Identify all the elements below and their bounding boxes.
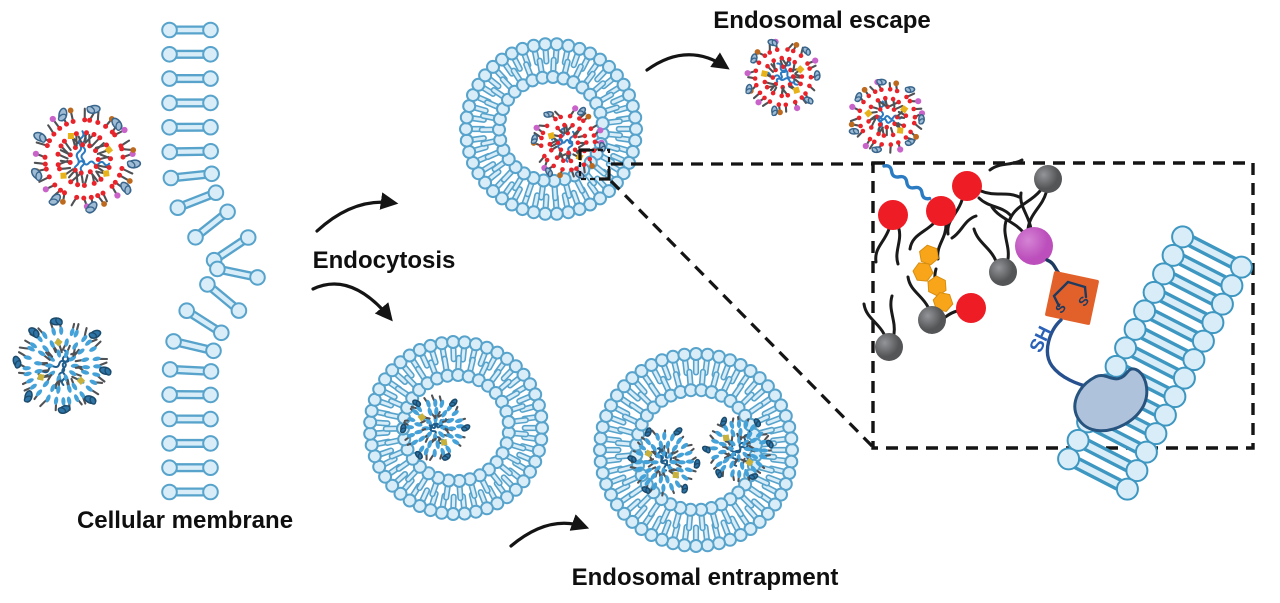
surface-protein: [49, 317, 63, 326]
label-thiol-sh: SH: [1026, 323, 1056, 356]
lipid-nanoparticle-blue: [12, 317, 112, 415]
membrane-protein: [1073, 367, 1149, 433]
surface-protein: [12, 355, 22, 369]
surface-protein: [771, 105, 778, 117]
surface-protein: [904, 138, 916, 147]
surface-protein: [126, 159, 142, 169]
zoom-region-marker: [578, 148, 611, 181]
endosome-vesicle-top: [459, 37, 643, 221]
surface-protein: [530, 134, 538, 145]
surface-protein: [745, 83, 753, 95]
escaped-lnp-1: [744, 38, 821, 117]
surface-protein: [627, 455, 637, 463]
ionizable-lipids-red: [878, 171, 986, 323]
surface-protein: [543, 111, 554, 118]
thiol-linker-curve: [1045, 318, 1096, 390]
surface-protein: [86, 104, 101, 115]
orange-square: [1045, 271, 1099, 325]
lnp-inside-bottom-endosome: [399, 394, 471, 461]
disulfide-square: [1045, 271, 1099, 325]
surface-protein: [854, 92, 863, 103]
surface-protein: [681, 483, 689, 494]
escaped-lnp-2: [848, 78, 926, 154]
surface-protein: [412, 399, 422, 408]
surface-protein: [448, 398, 458, 408]
surface-protein: [111, 117, 123, 131]
surface-protein: [719, 416, 728, 427]
surface-protein: [750, 53, 758, 64]
surface-protein: [88, 329, 102, 339]
surface-protein: [399, 423, 407, 434]
inset-lipid-bilayer: [1057, 225, 1253, 501]
arrow-endocytosis-up: [315, 192, 399, 233]
peg-lipid-magenta: [1015, 227, 1053, 265]
entrapped-lnp-1: [627, 427, 701, 497]
label-endosomal-entrapment: Endosomal entrapment: [572, 564, 839, 591]
mrna-strand: [882, 164, 932, 201]
surface-protein: [84, 395, 97, 405]
label-endocytosis: Endocytosis: [313, 247, 456, 274]
surface-protein: [461, 424, 471, 432]
surface-protein: [544, 167, 554, 178]
surface-protein: [876, 78, 887, 86]
cholesterol-hexagons: [912, 244, 954, 313]
zoom-leader-lines: [609, 162, 874, 448]
surface-protein: [57, 107, 68, 122]
label-endosomal-escape: Endosomal escape: [713, 7, 930, 34]
surface-protein: [673, 427, 683, 436]
surface-protein: [48, 193, 62, 206]
surface-protein: [23, 390, 33, 403]
surface-protein: [33, 131, 47, 143]
surface-protein: [576, 106, 587, 116]
arrow-endosomal-entrapment: [509, 514, 590, 548]
surface-protein: [414, 450, 423, 460]
surface-protein: [918, 114, 925, 125]
surface-protein: [715, 468, 723, 479]
surface-protein: [803, 96, 814, 105]
surface-protein: [28, 327, 40, 339]
surface-protein: [85, 201, 98, 214]
surface-protein: [644, 427, 652, 437]
surface-protein: [813, 70, 821, 81]
surface-protein: [641, 486, 651, 495]
label-cellular-membrane: Cellular membrane: [77, 507, 293, 534]
surface-protein: [693, 458, 701, 469]
inset-molecular-detail: [862, 158, 1253, 501]
surface-protein: [57, 404, 71, 415]
entrapped-lnp-2: [701, 415, 774, 483]
helper-lipids-gray: [875, 165, 1062, 361]
arrow-endocytosis-down: [311, 282, 393, 322]
surface-protein: [441, 453, 451, 461]
lipid-nanoparticle-red: [30, 104, 142, 214]
surface-protein: [753, 418, 762, 428]
surface-protein: [98, 366, 112, 376]
surface-protein: [30, 167, 43, 182]
endosome-vesicle-entrapment: [593, 347, 799, 553]
surface-protein: [765, 439, 774, 449]
cellular-membrane-bilayer: [161, 21, 266, 501]
inset-dashed-box: [871, 161, 1255, 450]
surface-protein: [120, 181, 132, 195]
surface-protein: [701, 445, 711, 454]
surface-protein: [802, 46, 812, 56]
process-arrows: [311, 52, 730, 548]
surface-protein: [904, 86, 916, 94]
surface-protein: [767, 38, 778, 47]
surface-protein: [748, 473, 759, 480]
surface-protein: [871, 146, 883, 154]
surface-protein: [848, 127, 860, 135]
endosome-vesicle-bottom: [363, 335, 549, 521]
arrow-endosomal-escape: [645, 52, 730, 72]
